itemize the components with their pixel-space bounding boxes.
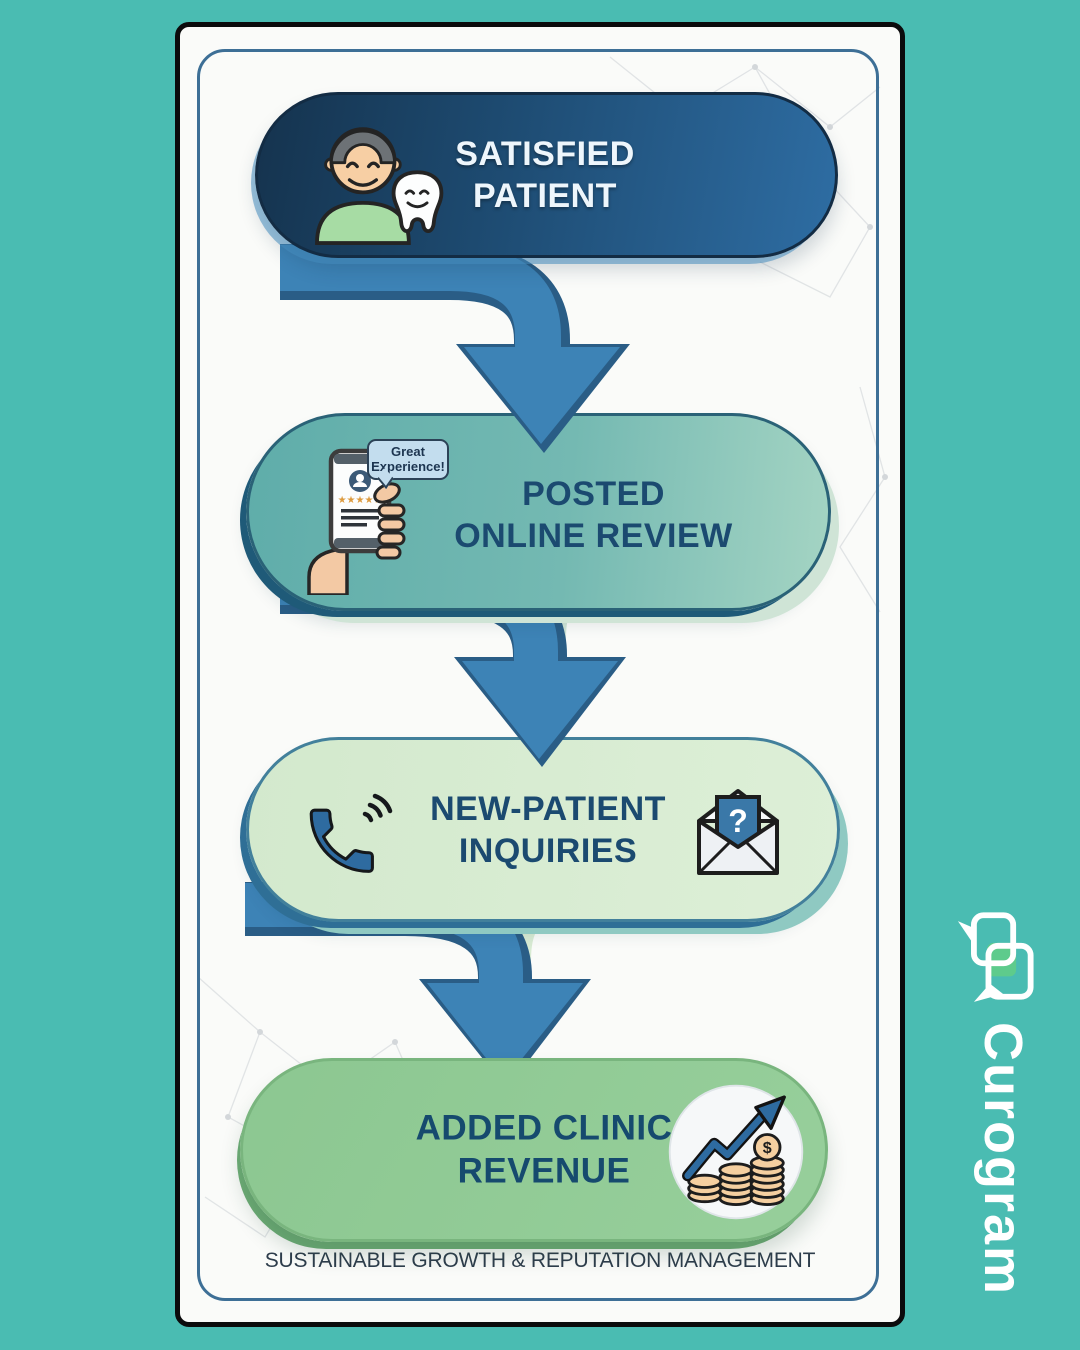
speech-bubble-line: Great (391, 444, 425, 459)
curogram-logo-icon (957, 912, 1034, 1002)
step-3-title-line: INQUIRIES (458, 831, 638, 870)
step-4-title: ADDED CLINIC REVENUE (413, 1107, 675, 1194)
envelope-question-icon: ? (697, 789, 779, 875)
inner-border-frame (197, 49, 879, 1301)
speech-bubble-line: Experience! (371, 459, 445, 475)
step-3-new-patient-inquiries: NEW-PATIENT INQUIRIES ? (246, 737, 840, 922)
hand-holding-phone-review-icon: ★★★★★ Great Experience! (301, 439, 511, 599)
curogram-wordmark-text: Curogram (973, 1022, 1033, 1297)
step-4-title-line: REVENUE (457, 1152, 631, 1191)
step-2-title-line: POSTED (522, 475, 665, 514)
speech-bubble: Great Experience! (367, 439, 449, 480)
step-3-title: NEW-PATIENT INQUIRIES (399, 787, 697, 871)
patient-with-tooth-icon (315, 127, 444, 245)
step-1-title: SATISFIED PATIENT (408, 133, 682, 217)
flow-arrow-1 (280, 244, 630, 453)
phone-call-icon (309, 793, 393, 873)
step-3-title-line: NEW-PATIENT (430, 789, 666, 828)
question-mark: ? (728, 803, 748, 839)
revenue-growth-chart-coins-icon: $ (668, 1084, 804, 1220)
review-stars: ★★★★★ (338, 495, 383, 506)
curogram-wordmark: Curogram (948, 1022, 1058, 1322)
step-4-title-line: ADDED CLINIC (415, 1108, 673, 1148)
infographic-card: SATISFIED PATIENT ★★★★ (175, 22, 905, 1327)
step-1-title-line: PATIENT (473, 177, 617, 215)
step-1-satisfied-patient: SATISFIED PATIENT (255, 92, 838, 258)
footer-caption: SUSTAINABLE GROWTH & REPUTATION MANAGEME… (264, 1249, 816, 1272)
step-1-title-line: SATISFIED (455, 134, 635, 173)
dollar-sign: $ (763, 1139, 772, 1157)
step-2-title-line: ONLINE REVIEW (454, 517, 733, 556)
step-2-title: POSTED ONLINE REVIEW (399, 473, 788, 557)
step-4-added-clinic-revenue: ADDED CLINIC REVENUE $ (240, 1058, 828, 1242)
